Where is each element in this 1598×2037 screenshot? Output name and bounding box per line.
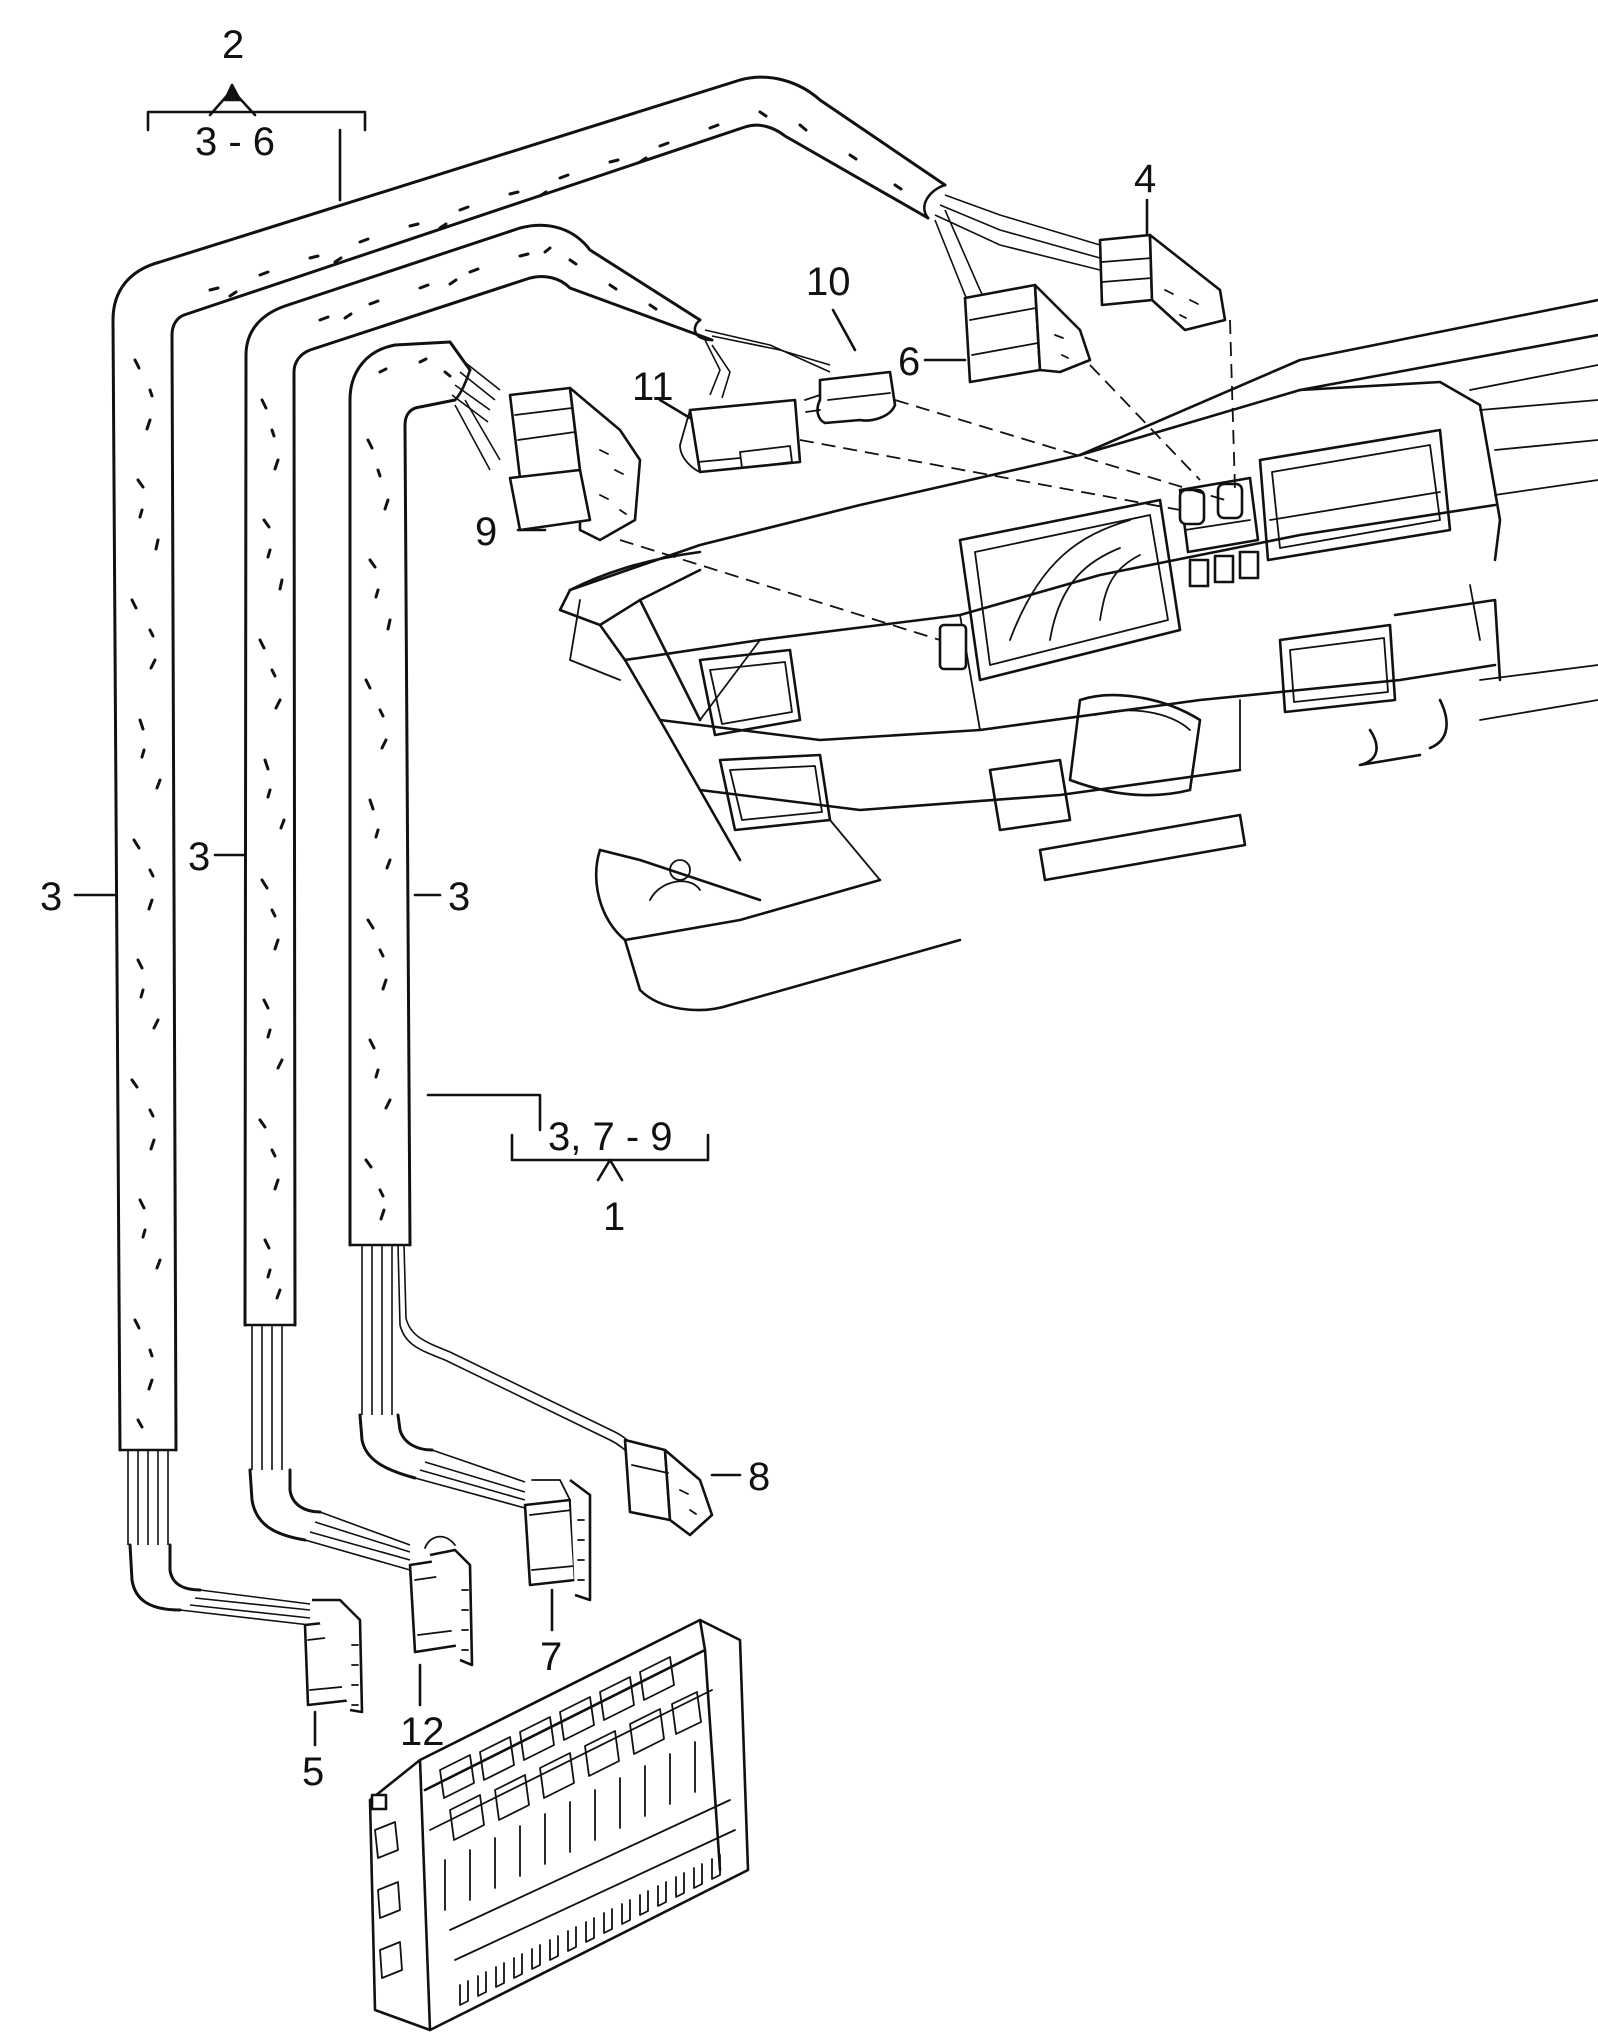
label-3-inner: 3 (448, 875, 470, 919)
label-1: 1 (603, 1195, 625, 1239)
label-9: 9 (475, 510, 497, 554)
label-3-7-9: 3, 7 - 9 (548, 1115, 673, 1159)
label-6: 6 (898, 340, 920, 384)
harness-b-icon (243, 223, 831, 1571)
dashboard-icon (558, 298, 1598, 1012)
label-3-6: 3 - 6 (195, 120, 275, 164)
label-7: 7 (540, 1635, 562, 1679)
label-8: 8 (748, 1455, 770, 1499)
label-5: 5 (302, 1750, 324, 1794)
connector-11-icon (679, 398, 802, 474)
label-12: 12 (400, 1710, 445, 1754)
label-4: 4 (1134, 157, 1156, 201)
connector-5-icon (303, 1598, 364, 1714)
label-11: 11 (632, 365, 674, 409)
connector-9-icon (508, 386, 642, 542)
connector-7-icon (523, 1478, 592, 1602)
label-3-left: 3 (40, 875, 62, 919)
leader-lines (73, 83, 1236, 1747)
label-10: 10 (806, 260, 851, 304)
connector-10-icon (804, 370, 897, 425)
label-3-middle: 3 (188, 835, 210, 879)
connector-8-icon (623, 1438, 714, 1537)
connector-4-icon (1098, 233, 1227, 332)
relay-carrier-icon (368, 1618, 750, 2032)
connector-12-icon (408, 1535, 474, 1667)
connector-6-icon (963, 283, 1092, 384)
harness-c-icon (348, 340, 637, 1509)
label-2: 2 (222, 23, 244, 67)
